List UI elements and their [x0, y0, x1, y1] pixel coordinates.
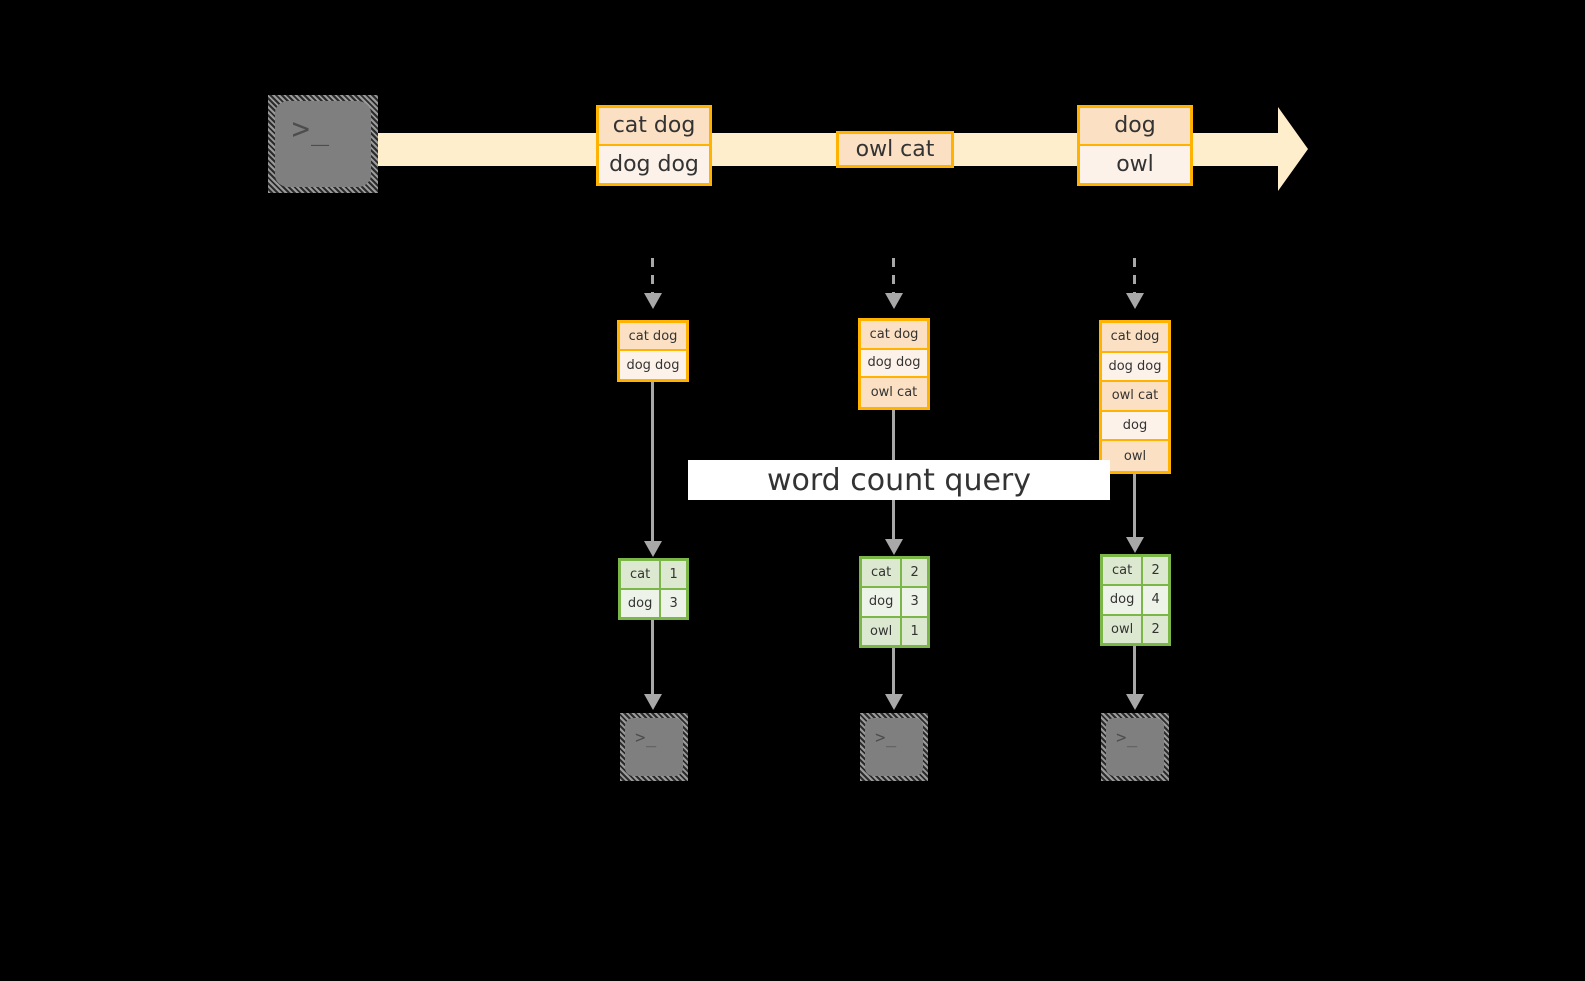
consumer-terminal-icon[interactable]: >_	[860, 713, 928, 781]
stream-message-cell: owl	[1080, 145, 1190, 183]
terminal-screen	[1106, 718, 1164, 776]
result-count: 3	[902, 588, 927, 618]
snapshot-tap-line	[892, 258, 895, 294]
snapshot-tap-line	[1133, 258, 1136, 294]
table-row: owl 2	[1103, 615, 1168, 643]
snapshot-tap-arrowhead	[644, 293, 662, 309]
snapshot-row: cat dog	[1102, 323, 1168, 353]
stream-message-group[interactable]: dog owl	[1077, 105, 1193, 186]
result-count: 1	[661, 561, 686, 590]
terminal-prompt-glyph: >_	[635, 727, 657, 748]
table-row: owl 1	[862, 617, 927, 645]
stream-message-cell: cat dog	[599, 108, 709, 146]
query-flow-arrowhead	[1126, 537, 1144, 553]
result-output-arrowhead	[644, 694, 662, 710]
query-label: word count query	[688, 460, 1110, 500]
result-word: cat	[621, 561, 662, 590]
stream-message-cell: dog	[1080, 108, 1190, 146]
snapshot-row: dog dog	[620, 351, 686, 379]
snapshot-row: cat dog	[861, 321, 927, 350]
result-word: dog	[621, 590, 662, 617]
terminal-prompt-glyph: >_	[875, 727, 897, 748]
result-word: cat	[862, 559, 903, 589]
result-1[interactable]: cat 1 dog 3	[618, 558, 689, 620]
result-count: 4	[1143, 586, 1168, 616]
terminal-prompt-glyph: >_	[291, 112, 331, 147]
snapshot-3[interactable]: cat dog dog dog owl cat dog owl	[1099, 320, 1171, 474]
result-count: 1	[902, 617, 927, 645]
snapshot-row: owl	[1102, 441, 1168, 471]
result-3[interactable]: cat 2 dog 4 owl 2	[1100, 554, 1171, 646]
query-flow-line	[651, 382, 654, 542]
stream-message-cell: owl cat	[839, 134, 951, 165]
result-word: dog	[1103, 586, 1144, 616]
terminal-prompt-glyph: >_	[1116, 727, 1138, 748]
table-row: cat 2	[862, 559, 927, 589]
result-2[interactable]: cat 2 dog 3 owl 1	[859, 556, 930, 648]
query-flow-line	[1133, 474, 1136, 538]
query-flow-arrowhead	[644, 541, 662, 557]
snapshot-row: owl cat	[1102, 382, 1168, 412]
result-output-arrowhead	[885, 694, 903, 710]
snapshot-1[interactable]: cat dog dog dog	[617, 320, 689, 382]
result-count: 3	[661, 590, 686, 617]
result-output-arrowhead	[1126, 694, 1144, 710]
stream-arrowhead	[1278, 107, 1308, 191]
result-word: dog	[862, 588, 903, 618]
snapshot-tap-arrowhead	[885, 293, 903, 309]
result-count: 2	[902, 559, 927, 589]
table-row: cat 2	[1103, 557, 1168, 587]
consumer-terminal-icon[interactable]: >_	[620, 713, 688, 781]
result-count: 2	[1143, 557, 1168, 587]
terminal-screen	[625, 718, 683, 776]
result-word: cat	[1103, 557, 1144, 587]
snapshot-tap-line	[651, 258, 654, 294]
snapshot-row: owl cat	[861, 378, 927, 407]
query-flow-arrowhead	[885, 539, 903, 555]
snapshot-tap-arrowhead	[1126, 293, 1144, 309]
stream-message-group[interactable]: cat dog dog dog	[596, 105, 712, 186]
consumer-terminal-icon[interactable]: >_	[1101, 713, 1169, 781]
terminal-screen	[865, 718, 923, 776]
snapshot-row: dog dog	[861, 349, 927, 379]
result-word: owl	[862, 617, 903, 645]
result-word: owl	[1103, 615, 1144, 643]
table-row: cat 1	[621, 561, 686, 590]
terminal-screen	[275, 101, 371, 187]
table-row: dog 3	[862, 588, 927, 618]
result-output-line	[651, 620, 654, 695]
result-output-line	[1133, 646, 1136, 696]
table-row: dog 3	[621, 590, 686, 617]
snapshot-row: dog dog	[1102, 352, 1168, 383]
snapshot-2[interactable]: cat dog dog dog owl cat	[858, 318, 930, 410]
snapshot-row: cat dog	[620, 323, 686, 351]
result-output-line	[892, 648, 895, 696]
stream-message-group[interactable]: owl cat	[836, 131, 954, 168]
result-count: 2	[1143, 615, 1168, 643]
table-row: dog 4	[1103, 586, 1168, 616]
producer-terminal-icon[interactable]: >_	[268, 95, 378, 193]
snapshot-row: dog	[1102, 411, 1168, 442]
stream-message-cell: dog dog	[599, 145, 709, 183]
